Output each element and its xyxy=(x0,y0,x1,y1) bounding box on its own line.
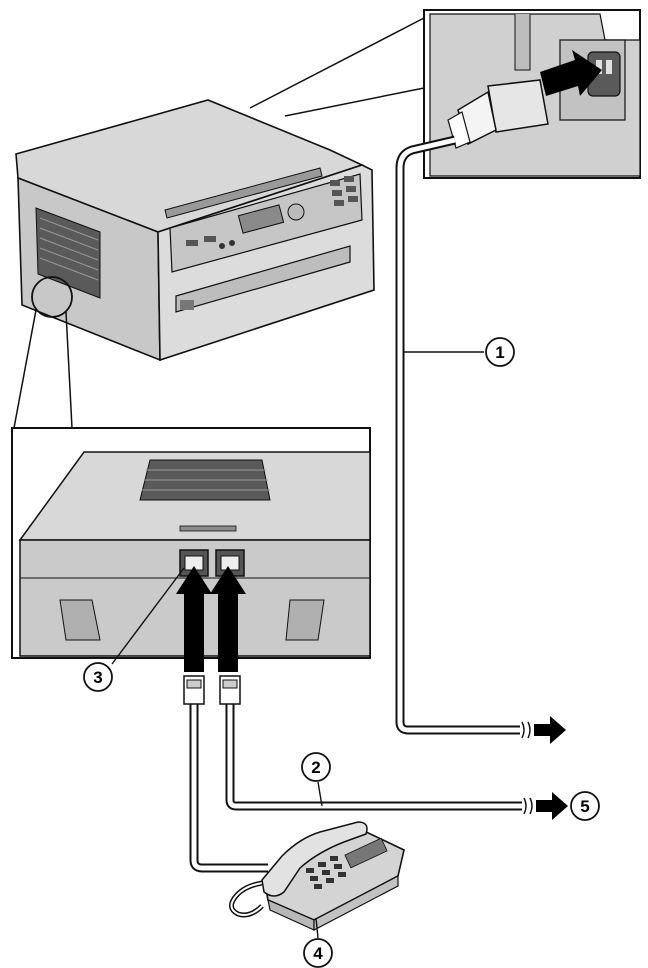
control-panel xyxy=(169,173,363,273)
detail-circle xyxy=(31,276,73,318)
svg-text:2: 2 xyxy=(311,758,320,777)
keypad xyxy=(306,837,388,889)
callout-1: 1 xyxy=(485,337,515,367)
callout-4: 4 xyxy=(303,938,333,968)
rear-jack-inset xyxy=(11,427,371,672)
power-cord xyxy=(395,135,566,744)
extension-cord xyxy=(183,675,268,873)
svg-text:1: 1 xyxy=(495,343,504,362)
svg-text:5: 5 xyxy=(580,797,589,816)
extension-telephone xyxy=(229,821,405,931)
svg-text:4: 4 xyxy=(313,944,323,963)
svg-text:3: 3 xyxy=(93,668,102,687)
callout-2: 2 xyxy=(301,752,331,782)
vent-grille xyxy=(35,207,101,299)
telephone-line-cord xyxy=(219,675,568,820)
power-inlet-inset xyxy=(249,9,641,179)
main-unit xyxy=(15,99,375,362)
callout-3: 3 xyxy=(83,662,113,692)
callout-5: 5 xyxy=(570,791,600,821)
